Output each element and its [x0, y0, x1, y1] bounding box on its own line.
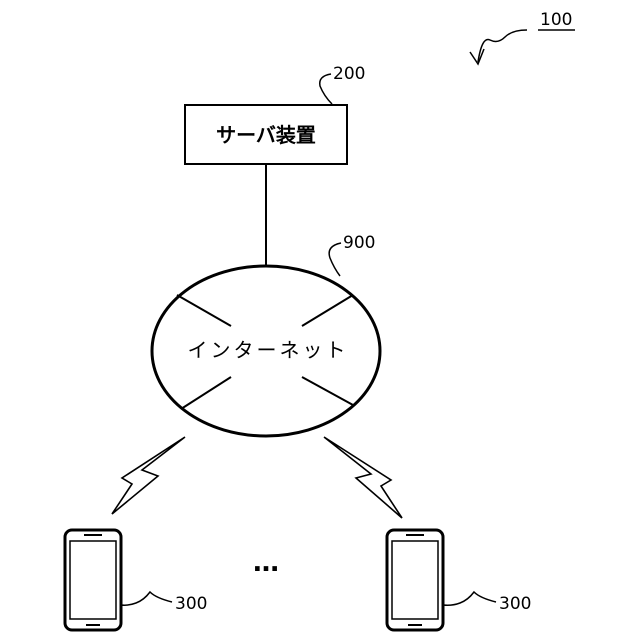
wireless-link-icon [112, 437, 185, 514]
system-ref-leader [478, 30, 527, 62]
wireless-link-icon [324, 437, 402, 518]
server-ref-leader [320, 74, 332, 104]
terminal-ref-label: 300 [175, 594, 207, 614]
smartphone-icon [387, 530, 443, 630]
network-ref-label: 900 [343, 233, 375, 253]
terminal-ref-label: 300 [499, 594, 531, 614]
ellipsis: … [253, 548, 279, 578]
terminal-ref-leader [121, 592, 172, 605]
internet-label: インターネット [188, 338, 349, 362]
server-ref-label: 200 [333, 64, 365, 84]
smartphone-icon [65, 530, 121, 630]
terminal-ref-leader [443, 592, 496, 605]
system-ref-label: 100 [540, 10, 572, 30]
system-ref-arrowhead [470, 49, 484, 64]
network-ref-leader [329, 243, 341, 276]
server-label: サーバ装置 [216, 123, 316, 147]
